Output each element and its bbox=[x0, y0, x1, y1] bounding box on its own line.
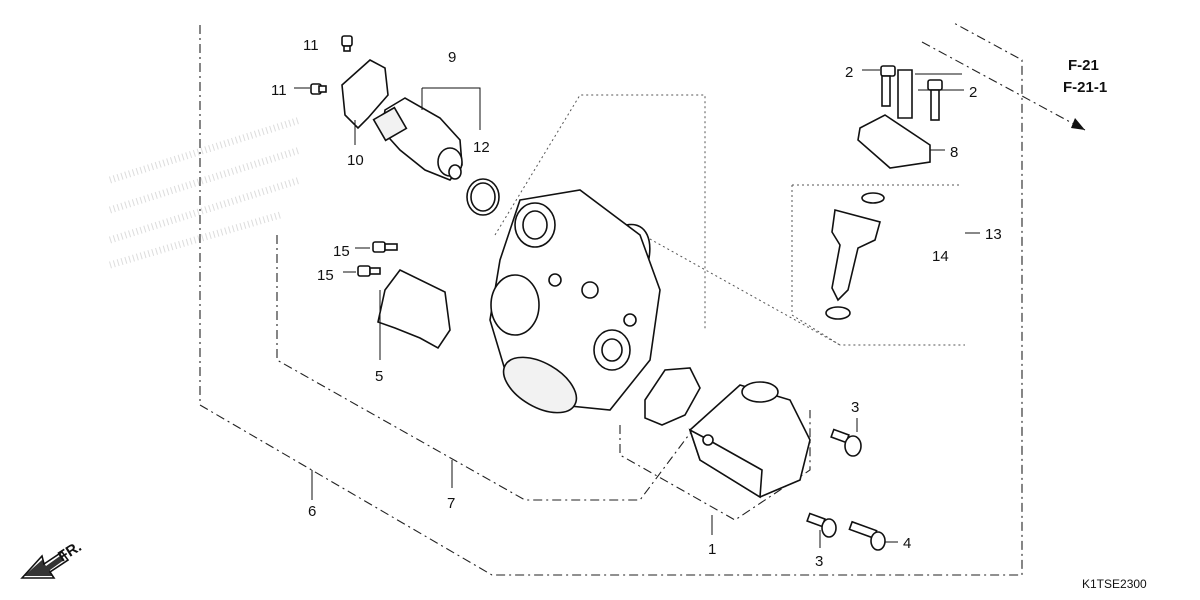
assembly-outline-6 bbox=[199, 21, 1023, 576]
o-ring-inner bbox=[470, 182, 496, 212]
assembly-outline-7 bbox=[276, 235, 701, 501]
screw-11-left bbox=[310, 83, 327, 95]
part-label-10: 10 bbox=[347, 152, 364, 169]
idle-air-control-valve bbox=[372, 97, 463, 181]
reference-f21-1: F-21-1 bbox=[1063, 79, 1107, 96]
part-label-14: 14 bbox=[932, 248, 949, 265]
bracket bbox=[377, 268, 451, 350]
part-label-12: 12 bbox=[473, 139, 490, 156]
part-label-2-left: 2 bbox=[845, 64, 853, 81]
bolt-3-upper bbox=[830, 428, 862, 457]
part-label-8: 8 bbox=[950, 144, 958, 161]
part-label-7: 7 bbox=[447, 495, 455, 512]
diagram-code: K1TSE2300 bbox=[1082, 577, 1147, 591]
part-label-11-top: 11 bbox=[303, 37, 319, 54]
front-arrow-icon bbox=[20, 550, 70, 579]
iac-gasket bbox=[341, 59, 389, 130]
reference-f21: F-21 bbox=[1068, 57, 1099, 74]
part-label-11-left: 11 bbox=[271, 82, 287, 99]
bolt-2-left bbox=[880, 65, 896, 107]
part-label-3-upper: 3 bbox=[851, 399, 859, 416]
part-label-3-lower: 3 bbox=[815, 553, 823, 570]
part-label-15-top: 15 bbox=[333, 243, 350, 260]
sensor-gasket bbox=[644, 367, 701, 426]
part-label-4: 4 bbox=[903, 535, 911, 552]
part-label-9: 9 bbox=[448, 49, 456, 66]
bolt-3-lower bbox=[806, 512, 837, 538]
fuel-injector bbox=[825, 192, 885, 320]
part-label-6: 6 bbox=[308, 503, 316, 520]
throttle-body bbox=[489, 189, 661, 414]
ref-arrow-line bbox=[921, 41, 1086, 131]
part-label-1: 1 bbox=[708, 541, 716, 558]
part-label-5: 5 bbox=[375, 368, 383, 385]
part-label-13: 13 bbox=[985, 226, 1002, 243]
leader-lines bbox=[294, 69, 980, 548]
part-label-2-right: 2 bbox=[969, 84, 977, 101]
assembly-outline-upper bbox=[494, 94, 706, 330]
bolt-4 bbox=[848, 520, 886, 551]
assembly-outline-13 bbox=[791, 184, 965, 346]
watermark-logo bbox=[108, 116, 302, 269]
bolt-15-top bbox=[372, 241, 398, 253]
throttle-sensor-unit bbox=[688, 381, 811, 499]
screw-11-top bbox=[341, 35, 353, 52]
ref-arrow-head bbox=[1071, 118, 1085, 130]
part-label-15-bottom: 15 bbox=[317, 267, 334, 284]
assembly-outline-1 bbox=[619, 410, 811, 521]
bolt-2-right bbox=[927, 79, 943, 121]
bolt-15-bottom bbox=[357, 265, 381, 277]
fuel-pipe-joint bbox=[857, 69, 931, 169]
